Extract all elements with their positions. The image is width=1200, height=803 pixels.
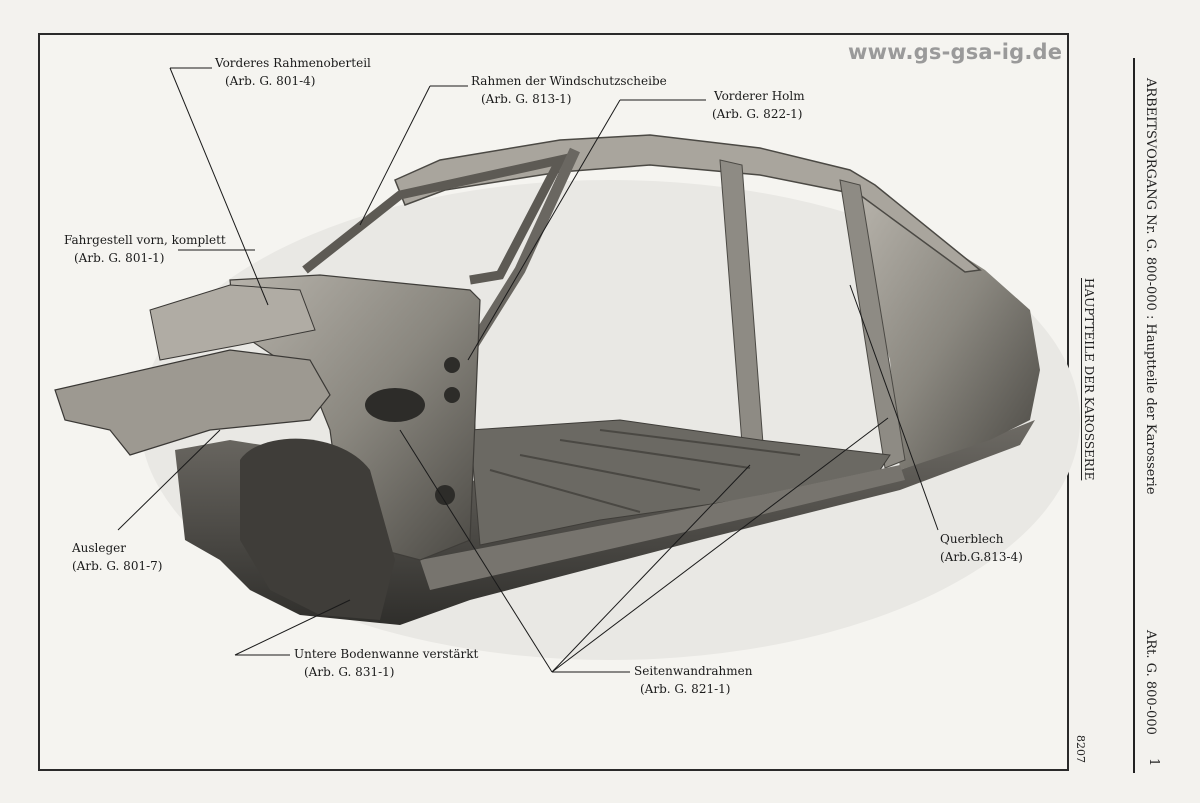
- section-title: HAUPTTEILE DER KAROSSERIE: [1082, 278, 1096, 481]
- callout-vorderer-holm: Vorderer Holm (Arb. G. 822-1): [712, 87, 805, 123]
- page-number: 1: [1146, 758, 1161, 767]
- callout-fahrgestell-vorn: Fahrgestell vorn, komplett (Arb. G. 801-…: [64, 231, 226, 267]
- callout-name: Fahrgestell vorn, komplett: [64, 233, 226, 247]
- callout-querblech: Querblech (Arb.G.813-4): [940, 530, 1023, 566]
- callout-name: Vorderer Holm: [714, 89, 805, 103]
- callout-name: Seitenwandrahmen: [634, 664, 753, 678]
- bulkhead-holes: [365, 357, 460, 505]
- windshield-frame: [302, 153, 569, 285]
- callout-name: Vorderes Rahmenoberteil: [215, 56, 371, 70]
- header-rule: [1133, 58, 1135, 773]
- callout-name: Querblech: [940, 532, 1004, 546]
- print-code: 8207: [1074, 735, 1087, 763]
- callout-ref: (Arb.G.813-4): [940, 550, 1023, 564]
- callout-ref: (Arb. G. 801-4): [225, 74, 316, 88]
- operation-header: ARBEITSVORGANG Nr. G. 800-000 : Haupttei…: [1143, 78, 1158, 495]
- callout-seitenwandrahmen: Seitenwandrahmen (Arb. G. 821-1): [634, 662, 752, 698]
- callout-name: Rahmen der Windschutzscheibe: [471, 74, 667, 88]
- floor-ribs: [489, 429, 801, 513]
- callout-ausleger: Ausleger (Arb. G. 801-7): [72, 539, 162, 575]
- callout-ref: (Arb. G. 822-1): [712, 107, 803, 121]
- callout-vorderes-rahmenoberteil: Vorderes Rahmenoberteil (Arb. G. 801-4): [215, 54, 371, 90]
- rear-quarter: [860, 190, 1040, 470]
- leader-lines: [117, 67, 939, 673]
- c-pillar: [839, 179, 906, 469]
- callout-name: Ausleger: [72, 541, 127, 555]
- callout-ref: (Arb. G. 831-1): [304, 665, 395, 679]
- callout-ref: (Arb. G. 813-1): [481, 92, 572, 106]
- front-wheel-arch: [240, 438, 395, 620]
- roof: [394, 134, 982, 273]
- callout-untere-bodenwanne: Untere Bodenwanne verstärkt (Arb. G. 831…: [294, 645, 478, 681]
- front-chassis: [54, 349, 331, 456]
- article-number: ARt. G. 800-000: [1143, 630, 1158, 735]
- watermark: www.gs-gsa-ig.de: [848, 40, 1063, 64]
- callout-rahmen-windschutzscheibe: Rahmen der Windschutzscheibe (Arb. G. 81…: [471, 72, 667, 108]
- front-chassis-upper: [149, 284, 316, 361]
- callout-name: Untere Bodenwanne verstärkt: [294, 647, 479, 661]
- callout-ref: (Arb. G. 801-7): [72, 559, 163, 573]
- callout-ref: (Arb. G. 821-1): [640, 682, 731, 696]
- callout-ref: (Arb. G. 801-1): [74, 251, 165, 265]
